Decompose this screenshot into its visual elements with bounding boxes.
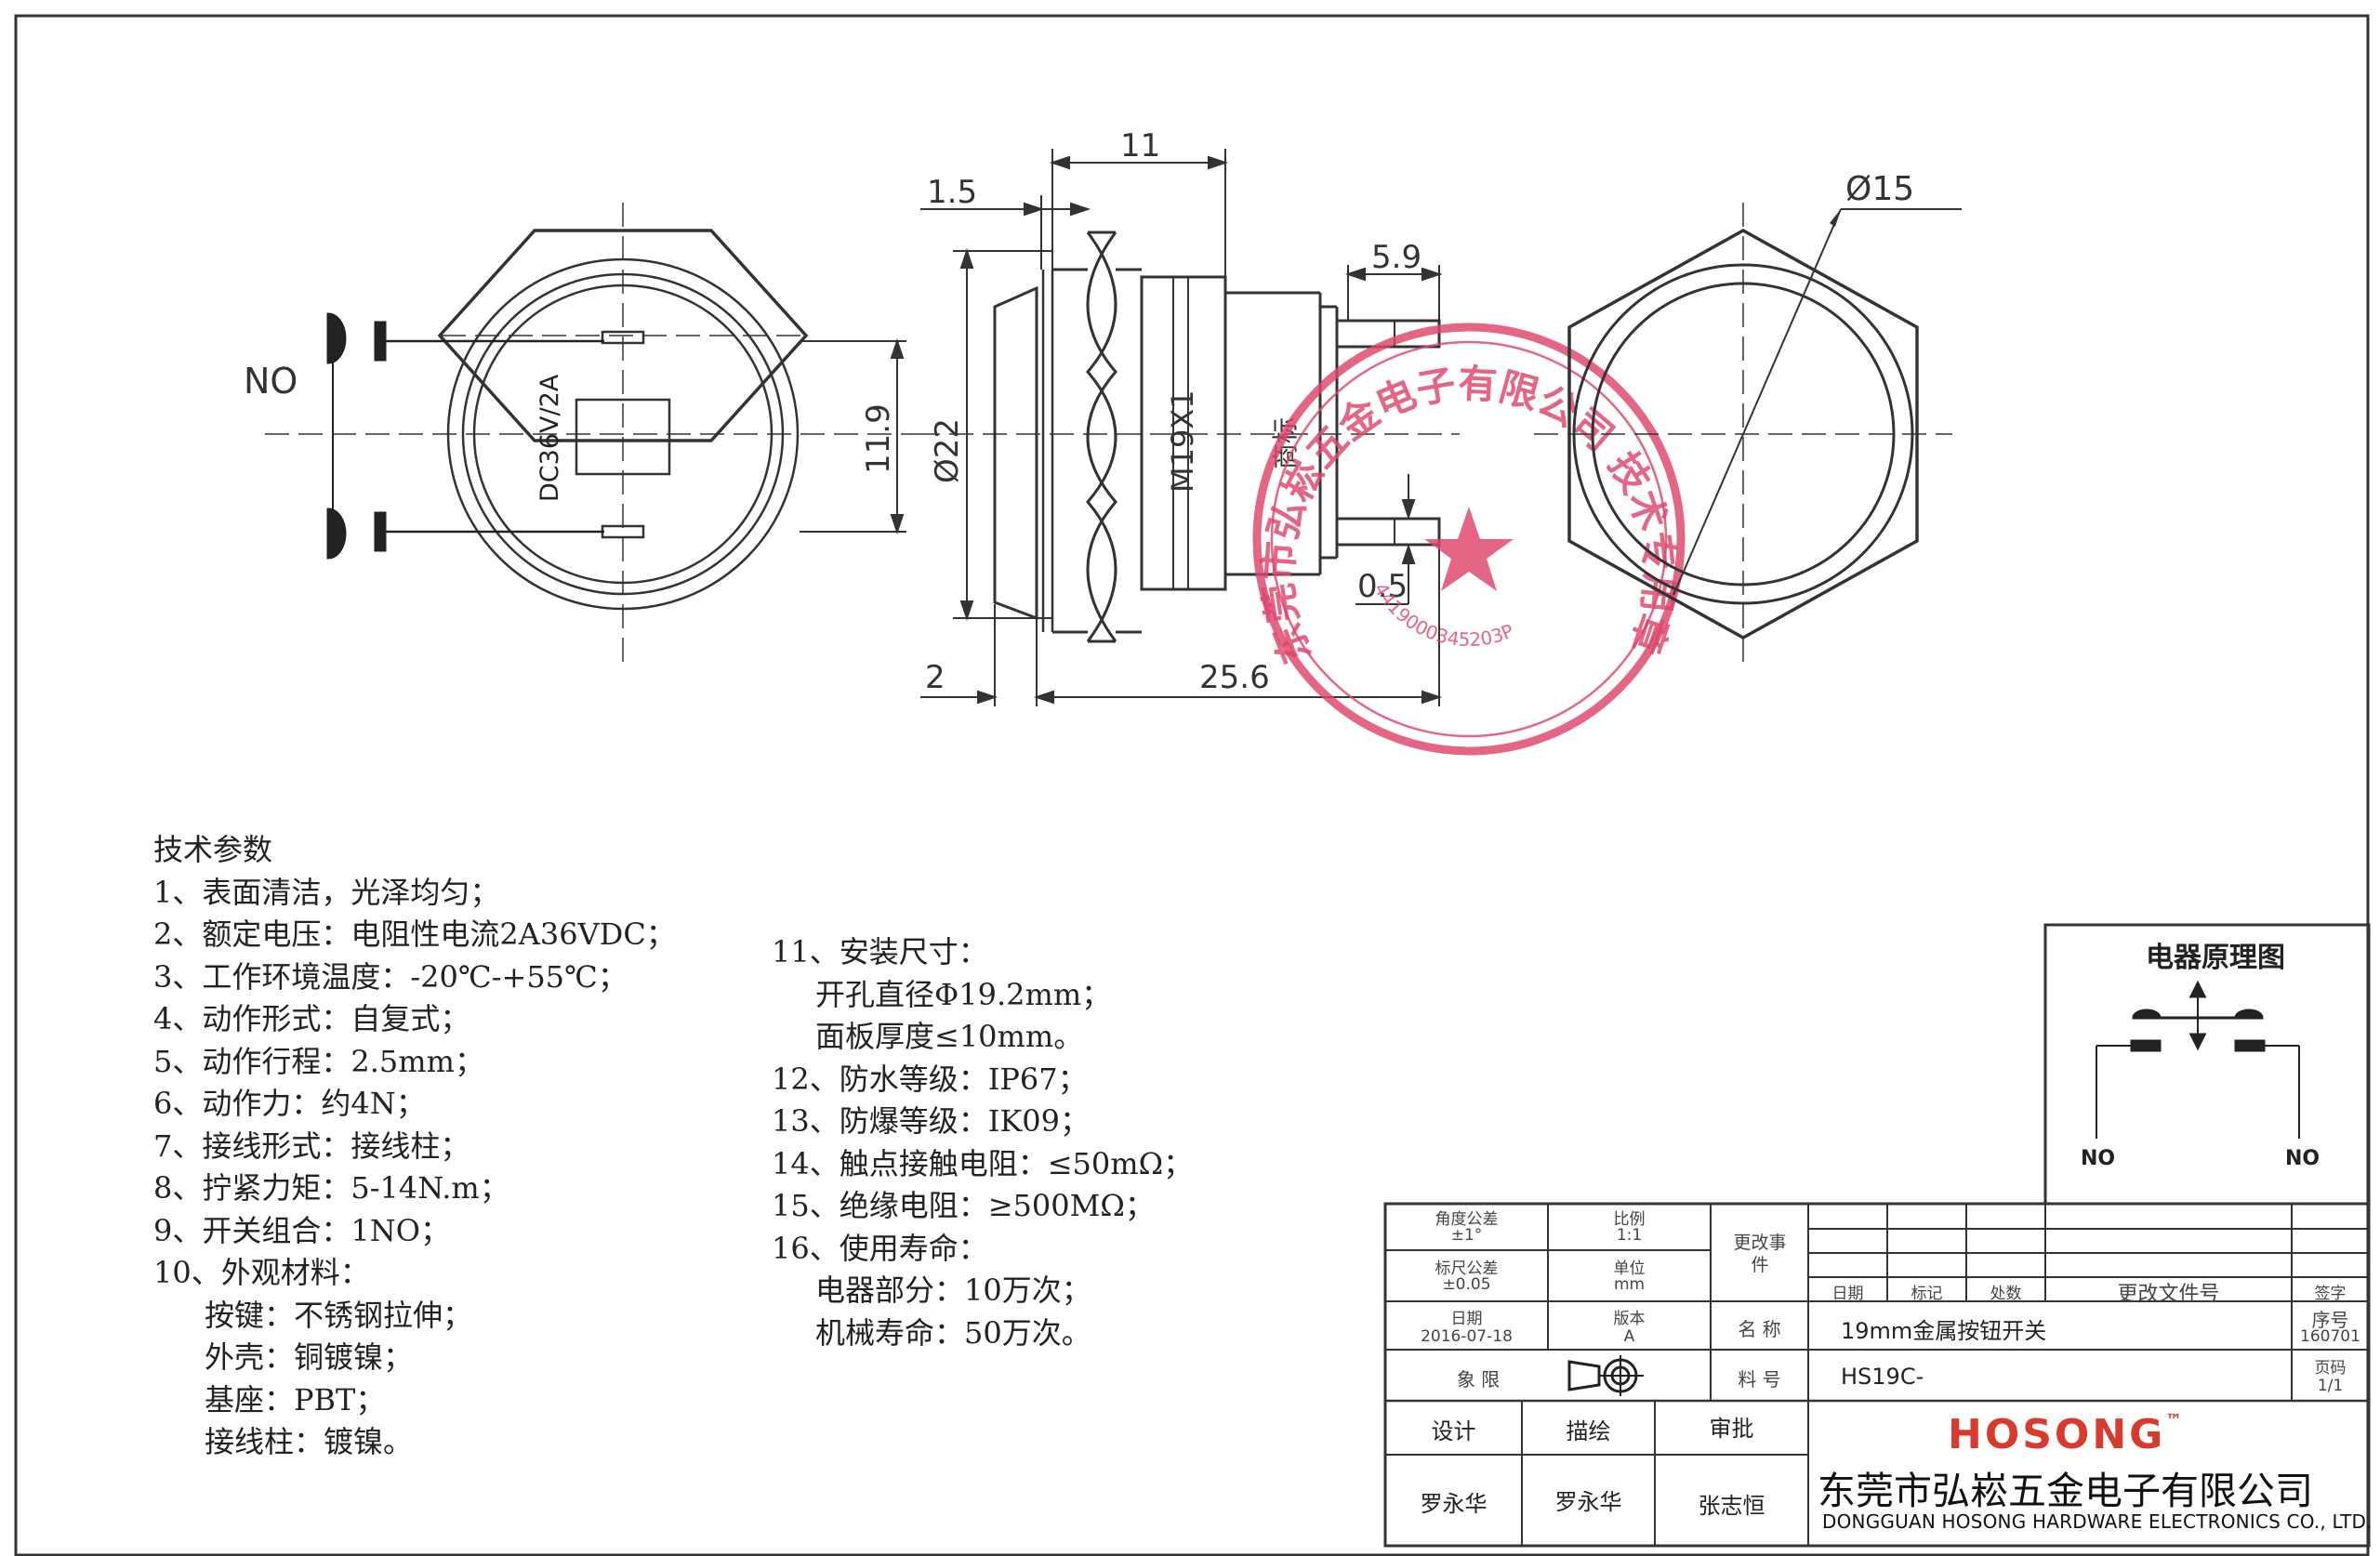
dim-25-6: 25.6 xyxy=(1199,659,1270,696)
dim-5-9: 5.9 xyxy=(1371,239,1421,276)
serial-value: 160701 xyxy=(2300,1327,2360,1346)
scale-value: 1:1 xyxy=(1616,1226,1643,1245)
schematic-no-left: NO xyxy=(2081,1147,2115,1170)
page-label: 页码 xyxy=(2314,1359,2347,1378)
spec-subitem: 面板厚度≤10mm。 xyxy=(815,1019,1084,1054)
spec-item: 3、工作环境温度：-20℃-+55℃； xyxy=(153,958,628,995)
designer-name: 罗永华 xyxy=(1420,1491,1488,1517)
spec-item: 1、表面清洁，光泽均匀； xyxy=(153,874,500,910)
version-label: 版本 xyxy=(1613,1310,1646,1328)
dim-11: 11 xyxy=(1120,127,1160,165)
spec-subitem: 外壳：铜镀镍； xyxy=(205,1339,414,1375)
part-number: HS19C- xyxy=(1841,1364,1924,1390)
spec-item: 9、开关组合：1NO； xyxy=(153,1212,450,1248)
unit-value: mm xyxy=(1613,1275,1646,1294)
company-name-cn: 东莞市弘崧五金电子有限公司 xyxy=(1818,1469,2313,1513)
spec-list-2: 11、安装尺寸： 开孔直径Φ19.2mm； 面板厚度≤10mm。 12、防水等级… xyxy=(772,931,1193,1354)
spec-subitem: 基座：PBT； xyxy=(205,1381,386,1418)
version-value: A xyxy=(1623,1327,1635,1346)
spec-heading: 技术参数 xyxy=(153,832,273,867)
date-value: 2016-07-18 xyxy=(1421,1327,1513,1346)
side-dimensions xyxy=(920,149,1443,706)
doc-column-header: 更改文件号 xyxy=(2117,1283,2220,1306)
approver-name: 张志恒 xyxy=(1698,1493,1765,1519)
drawer-name: 罗永华 xyxy=(1554,1489,1622,1515)
page-value: 1/1 xyxy=(2317,1377,2344,1395)
schematic-title: 电器原理图 xyxy=(2146,942,2285,974)
spec-subitem: 接线柱：镀镍。 xyxy=(205,1424,414,1459)
dim-m19: M19X1 xyxy=(1165,389,1200,493)
terminal-pins xyxy=(326,312,604,560)
brand-name: HOSONG xyxy=(1948,1411,2166,1458)
size-tolerance-value: ±0.05 xyxy=(1442,1275,1491,1294)
spec-item: 4、动作形式：自复式； xyxy=(153,1001,470,1036)
qty-column-header: 处数 xyxy=(1990,1285,2022,1303)
label-no: NO xyxy=(244,361,298,402)
rear-view xyxy=(265,203,916,666)
schematic-no-right: NO xyxy=(2285,1147,2320,1170)
spec-item: 5、动作行程：2.5mm； xyxy=(153,1043,484,1079)
dim-phi22: Ø22 xyxy=(929,418,966,483)
spec-subitem: 机械寿命：50万次。 xyxy=(815,1314,1091,1351)
mark-column-header: 标记 xyxy=(1911,1285,1943,1303)
spec-item: 16、使用寿命： xyxy=(772,1230,988,1266)
projection-label: 象 限 xyxy=(1456,1368,1501,1391)
brand-logo: HOSONG™ xyxy=(1948,1411,2185,1458)
serial-label: 序号 xyxy=(2311,1309,2349,1331)
change-label: 更改事件 xyxy=(1733,1233,1787,1275)
angle-tolerance-value: ±1° xyxy=(1450,1226,1483,1245)
name-label: 名 称 xyxy=(1738,1318,1781,1340)
spec-subitem: 开孔直径Φ19.2mm； xyxy=(815,976,1112,1012)
schematic-symbol xyxy=(2096,980,2300,1139)
dim-phi15: Ø15 xyxy=(1845,170,1914,208)
spec-item: 11、安装尺寸： xyxy=(772,934,988,969)
spec-item: 15、绝缘电阻：≥500MΩ； xyxy=(772,1188,1155,1223)
dim-11-9-arrows xyxy=(800,337,906,535)
drawing-border xyxy=(14,14,2370,1556)
spec-item: 12、防水等级：IP67； xyxy=(772,1061,1088,1097)
part-label: 料 号 xyxy=(1738,1368,1781,1391)
spec-item: 8、拧紧力矩：5-14N.m； xyxy=(153,1170,509,1206)
spec-item: 6、动作力：约4N； xyxy=(153,1086,426,1121)
phi15-arrow xyxy=(1830,209,1841,227)
spec-item: 2、额定电压：电阻性电流2A36VDC； xyxy=(153,916,676,952)
spec-item: 14、触点接触电阻：≤50mΩ； xyxy=(772,1145,1194,1181)
brand-tm: ™ xyxy=(2165,1411,2186,1431)
sign-column-header: 签字 xyxy=(2314,1285,2347,1303)
size-tolerance-label: 标尺公差 xyxy=(1435,1259,1499,1278)
design-label: 设计 xyxy=(1431,1418,1476,1444)
date-label: 日期 xyxy=(1450,1310,1483,1328)
company-stamp xyxy=(1252,323,1686,756)
dim-11-9: 11.9 xyxy=(860,403,897,474)
angle-tolerance-label: 角度公差 xyxy=(1435,1210,1499,1229)
spec-item: 7、接线形式：接线柱； xyxy=(153,1127,470,1164)
draw-label: 描绘 xyxy=(1566,1418,1611,1444)
date-column-header: 日期 xyxy=(1831,1285,1864,1303)
approve-label: 审批 xyxy=(1709,1416,1754,1442)
rating-marking: DC36V/2A xyxy=(536,374,564,502)
dim-1-5: 1.5 xyxy=(927,174,977,211)
scale-label: 比例 xyxy=(1613,1210,1646,1229)
front-view xyxy=(1534,203,1962,666)
spec-subitem: 按键：不锈钢拉伸； xyxy=(205,1297,473,1333)
title-block-grid xyxy=(1383,1202,2371,1548)
company-name-en: DONGGUAN HOSONG HARDWARE ELECTRONICS CO.… xyxy=(1822,1510,2373,1533)
projection-symbol-icon xyxy=(1567,1355,1644,1396)
dim-0-5: 0.5 xyxy=(1357,568,1408,605)
spec-subitem: 电器部分：10万次； xyxy=(815,1272,1091,1308)
spec-item: 13、防爆等级：IK09； xyxy=(772,1103,1090,1139)
dim-2: 2 xyxy=(925,659,945,696)
spec-item: 10、外观材料： xyxy=(153,1255,370,1290)
spec-list: 技术参数 1、表面清洁，光泽均匀； 2、额定电压：电阻性电流2A36VDC； 3… xyxy=(153,829,676,1464)
product-name: 19mm金属按钮开关 xyxy=(1841,1318,2047,1344)
unit-label: 单位 xyxy=(1613,1259,1646,1278)
